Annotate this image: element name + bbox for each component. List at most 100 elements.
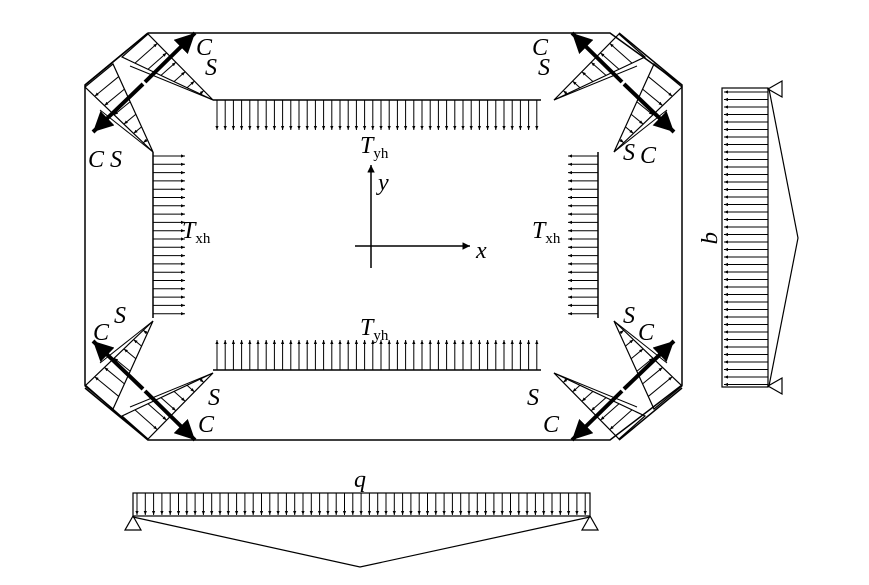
moment-triangle-upper-arrow xyxy=(600,403,620,421)
moment-triangle-upper-arrow xyxy=(199,378,205,383)
label-q-right: q xyxy=(700,232,726,244)
label-txh-right: Txh xyxy=(532,218,561,247)
label-c-bl-1: C xyxy=(93,320,110,346)
moment-triangle-upper-arrow xyxy=(600,52,620,70)
moment-triangle-upper-arrow xyxy=(160,397,177,412)
deflection-right xyxy=(768,88,799,387)
moment-triangle-lower xyxy=(84,320,154,410)
moment-triangle-lower xyxy=(84,63,154,153)
chamfer-line xyxy=(618,387,683,441)
shear-line xyxy=(129,65,214,101)
moment-triangle-lower-arrow xyxy=(619,329,625,335)
moment-triangle-lower-arrow xyxy=(133,339,142,347)
moment-triangle-lower-arrow xyxy=(625,339,634,347)
moment-triangle-upper-arrow xyxy=(173,71,186,82)
hinge-force-arrow xyxy=(570,31,624,84)
moment-triangle-lower-arrow xyxy=(647,76,673,97)
corner-top-left xyxy=(84,31,214,153)
moment-triangle-lower-arrow xyxy=(647,376,673,397)
label-s-br-2: S xyxy=(623,303,635,329)
corner-hinges xyxy=(84,31,683,442)
moment-triangle-upper-arrow xyxy=(562,378,568,383)
moment-triangle-upper xyxy=(553,33,647,101)
label-x-axis: x xyxy=(475,238,487,264)
label-tyh-top: Tyh xyxy=(360,133,389,162)
label-txh-left: Txh xyxy=(182,218,211,247)
corner-bottom-right xyxy=(553,320,683,442)
hinge-force-arrow xyxy=(91,82,145,134)
moment-triangle-lower-arrow xyxy=(642,367,663,385)
moment-triangle-lower-arrow xyxy=(104,88,125,106)
moment-triangle-upper-arrow xyxy=(199,90,205,95)
shear-line xyxy=(553,372,638,408)
moment-triangle-lower-arrow xyxy=(636,357,654,372)
label-s-br-1: S xyxy=(527,385,539,411)
label-tyh-bottom: Tyh xyxy=(360,315,389,344)
moment-triangle-upper-arrow xyxy=(581,71,594,82)
moment-triangle-lower-arrow xyxy=(94,376,120,397)
moment-triangle-lower xyxy=(613,63,683,153)
hinge-force-arrow xyxy=(143,31,197,84)
moment-triangle-lower-arrow xyxy=(123,113,137,125)
label-s-tl-2: S xyxy=(110,147,122,173)
label-s-bl-2: S xyxy=(208,385,220,411)
load-strip-right xyxy=(721,87,769,388)
moment-triangle-upper-arrow xyxy=(147,403,167,421)
shear-line xyxy=(553,65,638,101)
moment-triangle-upper-arrow xyxy=(572,384,581,393)
label-s-bl-1: S xyxy=(114,303,126,329)
support-right-bottom xyxy=(766,376,783,396)
moment-triangle-upper-arrow xyxy=(572,80,581,89)
deflection-bottom xyxy=(132,516,591,568)
moment-triangle-lower-arrow xyxy=(113,357,131,372)
labels: Tyh Tyh Txh Txh x y q q C S C S C S S C … xyxy=(88,35,726,493)
load-strip-bottom xyxy=(132,492,591,517)
label-c-bl-2: C xyxy=(198,412,215,438)
support-bottom-right xyxy=(580,514,600,531)
hinge-force-arrow xyxy=(91,339,145,391)
moment-triangle-upper-arrow xyxy=(173,391,186,402)
label-c-br-1: C xyxy=(543,412,560,438)
moment-triangle-upper xyxy=(120,33,214,101)
label-s-tr-2: S xyxy=(623,140,635,166)
moment-triangle-upper-arrow xyxy=(186,384,195,393)
label-y-axis: y xyxy=(376,170,389,196)
moment-triangle-lower-arrow xyxy=(123,348,137,360)
label-c-tl-1: C xyxy=(196,35,213,61)
moment-triangle-upper-arrow xyxy=(581,391,594,402)
label-c-br-2: C xyxy=(638,320,655,346)
hinge-force-arrow xyxy=(622,82,676,134)
moment-triangle-lower-arrow xyxy=(642,88,663,106)
chamfer-line xyxy=(84,387,149,441)
moment-triangle-lower-arrow xyxy=(630,348,644,360)
moment-triangle-upper xyxy=(120,372,214,440)
edge-load-arrows xyxy=(135,90,768,515)
moment-triangle-upper-arrow xyxy=(160,61,177,76)
moment-triangle-upper-arrow xyxy=(562,90,568,95)
moment-triangle-lower-arrow xyxy=(113,101,131,116)
support-bottom-left xyxy=(123,514,143,531)
moment-triangle-upper-arrow xyxy=(186,80,195,89)
label-q-bottom: q xyxy=(354,467,366,493)
supports xyxy=(123,79,799,568)
outer-boundary xyxy=(84,32,683,441)
moment-triangle-upper-arrow xyxy=(590,61,607,76)
moment-triangle-lower-arrow xyxy=(142,138,148,144)
support-right-top xyxy=(766,79,783,99)
hinge-force-arrow xyxy=(622,339,676,391)
moment-triangle-upper-arrow xyxy=(147,52,167,70)
moment-triangle-lower-arrow xyxy=(104,367,125,385)
shear-line xyxy=(129,372,214,408)
moment-triangle-upper-arrow xyxy=(134,43,158,64)
label-c-tr-1: C xyxy=(532,35,549,61)
moment-triangle-lower-arrow xyxy=(133,126,142,134)
corner-top-right xyxy=(553,31,683,153)
hinge-force-arrow xyxy=(143,389,197,442)
label-s-tr-1: S xyxy=(538,55,550,81)
corner-bottom-left xyxy=(84,320,214,442)
label-c-tl-2: C xyxy=(88,147,105,173)
hinge-force-arrow xyxy=(570,389,624,442)
moment-triangle-lower-arrow xyxy=(142,329,148,335)
